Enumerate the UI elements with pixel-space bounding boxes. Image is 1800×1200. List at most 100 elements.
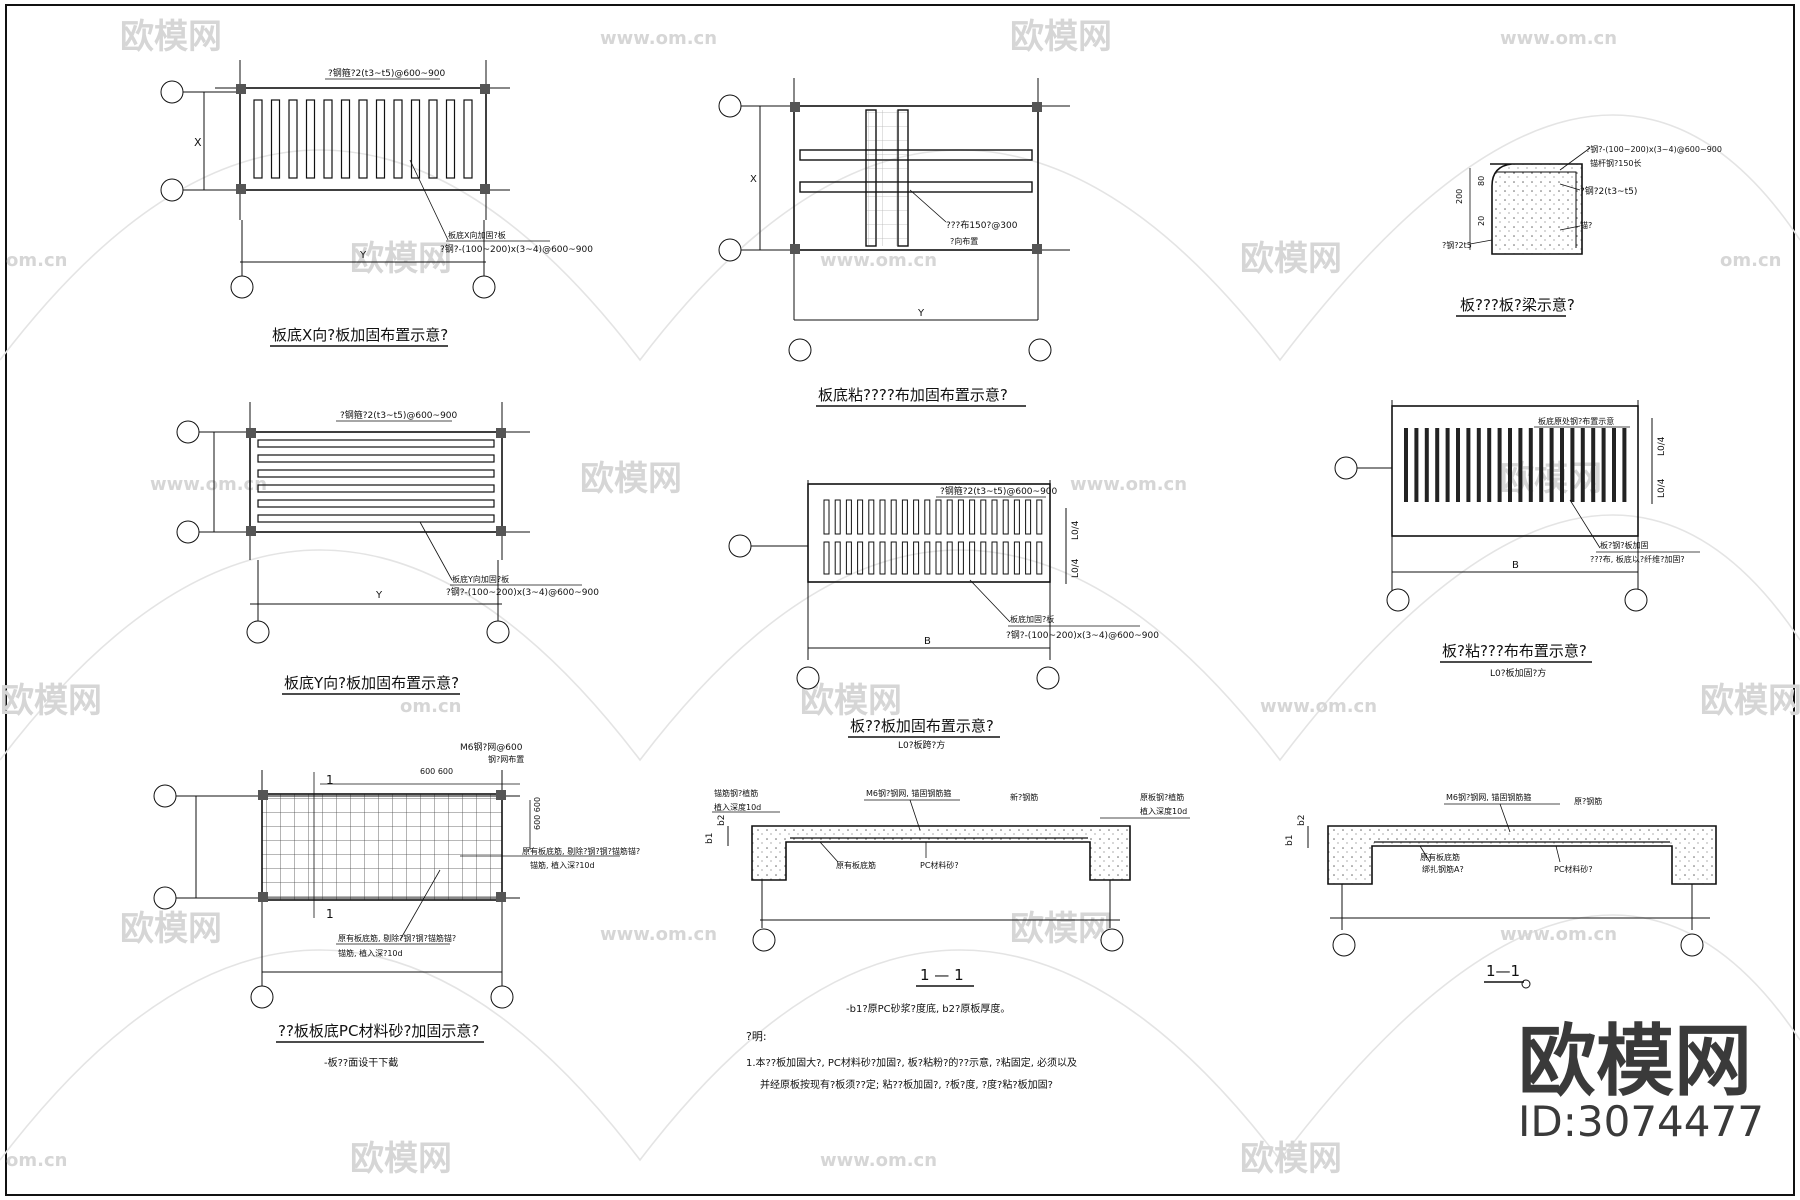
label-bot1: 原有板底筋, 剔除?钢?钢?锚筋锚? bbox=[338, 933, 456, 943]
axis-bubble bbox=[788, 338, 812, 362]
lbl-bl2: 绑扎钢筋A? bbox=[1422, 864, 1464, 874]
label-mid: 板底Y向加固?板 bbox=[452, 574, 509, 584]
section-title: 1—1 bbox=[1486, 962, 1520, 980]
figure-strip: L0/4 L0/4 B ?钢箍?2(t3~t5)@600~900 板底加固?板 … bbox=[728, 480, 1159, 751]
dim-b1: b1 bbox=[705, 833, 715, 844]
general-notes: ?明: 1.本??板加固大?, PC材料砂?加固?, 板?粘粉?的??示意, ?… bbox=[746, 1030, 1077, 1091]
section-mark-bottom: 1 bbox=[326, 907, 334, 921]
figure-x-direction: X Y ?钢箍?2(t3~t5)@600~900 板底X向加固?板 ?钢?-(1… bbox=[160, 60, 593, 347]
watermark-text: www.om.cn bbox=[1070, 474, 1187, 495]
dim-x: X bbox=[194, 136, 202, 149]
steel-plate-strip bbox=[375, 99, 386, 179]
watermark-text: 欧模网 bbox=[0, 681, 102, 721]
steel-plate-strip bbox=[257, 499, 495, 508]
lbl5: ?钢?2t5 bbox=[1442, 240, 1472, 250]
steel-plate-strip bbox=[1013, 541, 1020, 575]
figure-subtitle: L0?板加固?方 bbox=[1490, 667, 1546, 679]
lbl-mid2: 新?钢筋 bbox=[1010, 792, 1038, 802]
steel-plate-strip bbox=[323, 99, 333, 179]
watermark-text: www.om.cn bbox=[600, 924, 717, 945]
dim-b: 600 600 bbox=[533, 797, 542, 830]
steel-plate-strip bbox=[1025, 541, 1032, 575]
steel-plate-strip bbox=[257, 469, 495, 478]
figure-cross: X Y ???布150?@300 ?向布置 板底粘????布加固布置示意? bbox=[718, 78, 1070, 407]
axis-bubble bbox=[1036, 666, 1060, 690]
lbl-tl: M6钢?钢网, 锚固钢筋箍 bbox=[1446, 792, 1531, 802]
steel-plate-strip bbox=[946, 499, 953, 535]
steel-plate-strip bbox=[253, 99, 263, 179]
figure-title: 板??板加固布置示意? bbox=[850, 717, 994, 735]
steel-plate-strip bbox=[445, 99, 456, 179]
watermark-text: om.cn bbox=[400, 696, 461, 717]
lbl-tl: 锚筋钢?植筋 bbox=[714, 788, 758, 798]
steel-plate-strip bbox=[288, 99, 298, 179]
axis-bubble bbox=[176, 520, 200, 544]
figure-subtitle: L0?板跨?方 bbox=[898, 739, 945, 751]
steel-plate-strip bbox=[924, 499, 931, 535]
steel-plate-strip bbox=[463, 99, 473, 179]
watermark-text: www.om.cn bbox=[1260, 696, 1377, 717]
dim-y: Y bbox=[917, 308, 925, 319]
notes-heading: ?明: bbox=[746, 1030, 767, 1043]
steel-plate-strip bbox=[257, 484, 495, 493]
cfrp-strip bbox=[1518, 428, 1523, 502]
axis-bubble bbox=[796, 666, 820, 690]
watermark-text: 欧模网 bbox=[350, 239, 452, 279]
cfrp-strip bbox=[1560, 428, 1564, 502]
section-title: 1 — 1 bbox=[920, 966, 964, 984]
watermark-text: www.om.cn bbox=[820, 250, 937, 271]
watermark-text: www.om.cn bbox=[820, 1150, 937, 1171]
cfrp-strip bbox=[1487, 428, 1492, 502]
figure-title: 板???板?梁示意? bbox=[1460, 296, 1575, 314]
watermark-layer: 欧模网 www.om.cn 欧模网 www.om.cn om.cn 欧模网 www.om.c… bbox=[0, 17, 1800, 1179]
label-mesh: M6钢?网@600 bbox=[460, 741, 523, 753]
cfrp-strip bbox=[1445, 428, 1450, 502]
axis-bubble bbox=[230, 275, 254, 299]
steel-plate-strip bbox=[879, 541, 886, 575]
label-bot: ?钢?-(100~200)x(3~4)@600~900 bbox=[440, 243, 593, 255]
section-mark-top: 1 bbox=[326, 773, 334, 787]
axis-bubble bbox=[718, 94, 742, 118]
watermark-text: 欧模网 bbox=[120, 17, 222, 57]
axis-bubble bbox=[1386, 588, 1410, 612]
steel-plate-strip bbox=[358, 99, 368, 179]
axis-bubble bbox=[1680, 933, 1704, 957]
lbl-tr2: 植入深度10d bbox=[1140, 806, 1187, 816]
figure-title: 板?粘???布布置示意? bbox=[1442, 642, 1587, 660]
label-right1: 原有板底筋, 剔除?钢?钢?锚筋锚? bbox=[522, 846, 640, 856]
lbl-tr: 原?钢筋 bbox=[1574, 796, 1602, 806]
steel-plate-strip bbox=[957, 499, 964, 535]
dim-l2: L0/4 bbox=[1071, 558, 1081, 578]
axis-bubble bbox=[1100, 928, 1124, 952]
watermark-text: 欧模网 bbox=[800, 681, 902, 721]
steel-plate-strip bbox=[1002, 541, 1009, 575]
watermark-text: om.cn bbox=[6, 250, 67, 271]
steel-plate-strip bbox=[1013, 499, 1020, 535]
axis-bubble bbox=[490, 985, 514, 1009]
cfrp-strip bbox=[1622, 428, 1627, 502]
watermark-text: om.cn bbox=[1720, 250, 1781, 271]
steel-plate-strip bbox=[957, 541, 964, 575]
axis-bubble bbox=[153, 886, 177, 910]
axis-bubble bbox=[728, 534, 752, 558]
steel-plate-strip bbox=[868, 499, 875, 535]
lbl-b1: 板?钢?板加固 bbox=[1600, 540, 1649, 550]
dim-b: 80 bbox=[1477, 176, 1486, 186]
dim-a: 600 600 bbox=[420, 767, 453, 776]
figure-title: 板底粘????布加固布置示意? bbox=[818, 386, 1008, 404]
lbl-bl: 原有板底筋 bbox=[1420, 852, 1460, 862]
cfrp-strip bbox=[1424, 428, 1429, 502]
axis-bubble bbox=[752, 928, 776, 952]
steel-plate-strip bbox=[913, 541, 920, 575]
figure-strip-2: L0/4 L0/4 B 板底原处钢?布置示意 板?钢?板加固 ???布, 板底以… bbox=[1334, 400, 1700, 679]
steel-plate-strip bbox=[393, 99, 403, 179]
watermark-text: www.om.cn bbox=[600, 28, 717, 49]
cfrp-strip bbox=[1612, 428, 1616, 502]
watermark-text: 欧模网 bbox=[1010, 909, 1112, 949]
label-bot: ?钢?-(100~200)x(3~4)@600~900 bbox=[1006, 629, 1159, 641]
steel-plate-strip bbox=[946, 541, 953, 575]
label-mid: 板底X向加固?板 bbox=[448, 230, 506, 240]
watermark-text: 欧模网 bbox=[580, 459, 682, 499]
dim-y: Y bbox=[359, 250, 367, 261]
cfrp-strip bbox=[1497, 428, 1502, 502]
